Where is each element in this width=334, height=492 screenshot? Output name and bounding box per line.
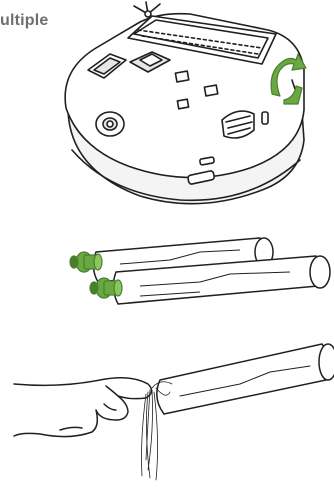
end-cap-icon [70, 252, 102, 272]
end-cap-icon [90, 278, 122, 298]
hand-pulling-hair-icon [14, 344, 334, 480]
caster-wheel-icon [96, 112, 124, 136]
side-brush-icon [134, 2, 160, 17]
robot-vacuum-icon [65, 2, 304, 204]
brush-roll-icon [93, 238, 330, 304]
